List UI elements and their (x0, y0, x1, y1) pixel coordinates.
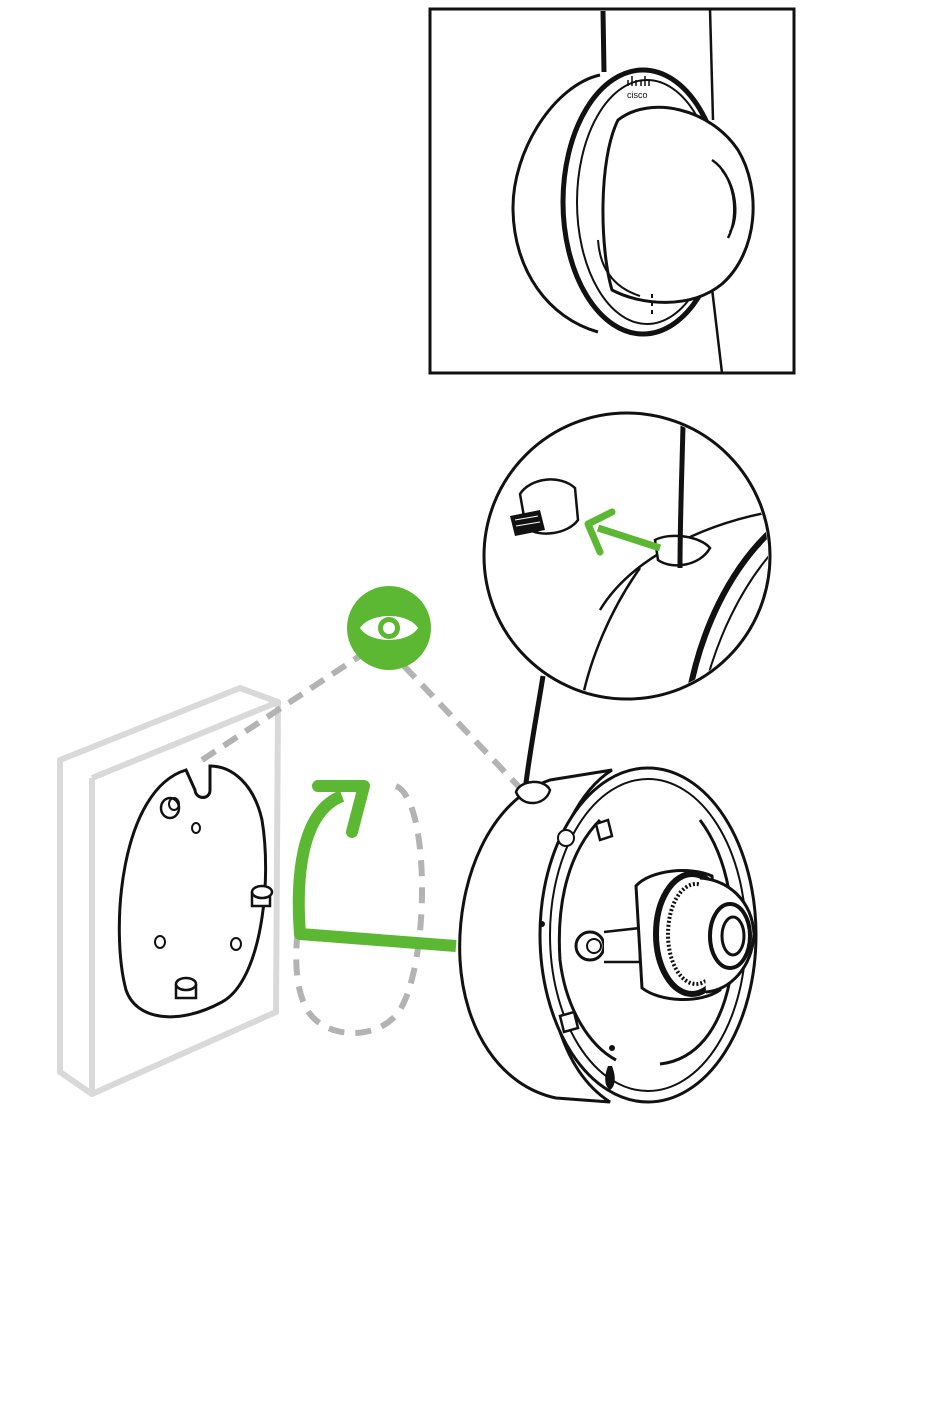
sight-line-right (404, 666, 522, 790)
inset-cable (603, 11, 604, 72)
mount-post (252, 886, 272, 906)
mounting-plate (119, 766, 272, 1017)
keyhole-slot (560, 1012, 578, 1032)
camera-lens-arm (604, 928, 640, 962)
sight-line-left (202, 648, 372, 760)
camera-rear-view (460, 676, 756, 1102)
back-screw (609, 1045, 615, 1051)
camera-side-bolt-center (587, 939, 601, 953)
rotation-arrow (299, 796, 456, 946)
cisco-logo-text: cisco (627, 90, 648, 100)
detail-cable (680, 425, 683, 568)
eye-icon (347, 586, 431, 670)
detail-circle-outline (484, 413, 770, 699)
mounted-camera-inset: cisco (430, 9, 794, 373)
mount-post (161, 798, 179, 818)
keyhole-slot (596, 820, 612, 840)
camera-cable-hole (516, 782, 550, 803)
mount-post (176, 978, 196, 998)
connector-detail-circle (484, 413, 776, 700)
back-screw (539, 921, 545, 927)
back-screw (558, 830, 574, 846)
